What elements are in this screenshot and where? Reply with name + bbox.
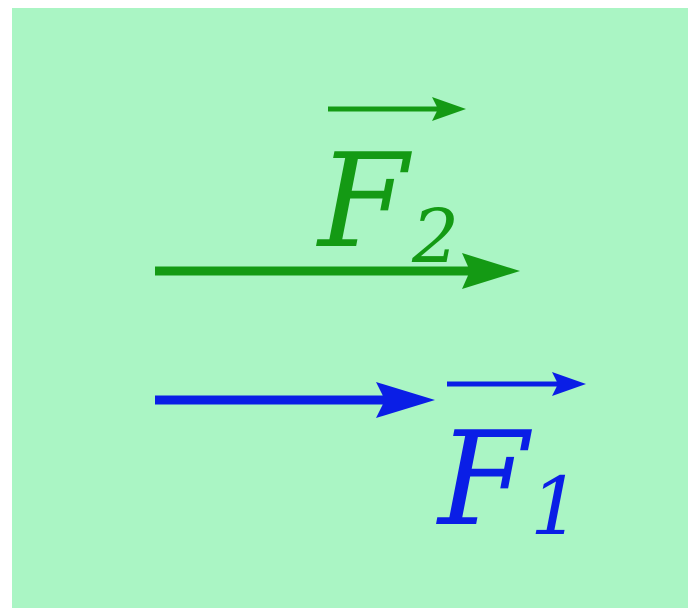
label-f1-overarrow-head	[552, 372, 586, 396]
label-f2-letter: F	[316, 125, 413, 277]
label-f1-subscript: 1	[530, 460, 581, 553]
vector-f1-arrowhead	[376, 382, 435, 418]
label-f1-letter: F	[436, 403, 533, 555]
vector-f1: F 1	[155, 372, 586, 555]
vector-f2-arrowhead	[462, 253, 520, 289]
label-f2-overarrow-head	[432, 97, 466, 121]
label-f2: F 2	[316, 97, 466, 280]
label-f2-subscript: 2	[411, 194, 459, 280]
vector-f2: F 2	[155, 97, 520, 289]
panel-background	[12, 8, 688, 608]
label-f1: F 1	[436, 372, 586, 555]
